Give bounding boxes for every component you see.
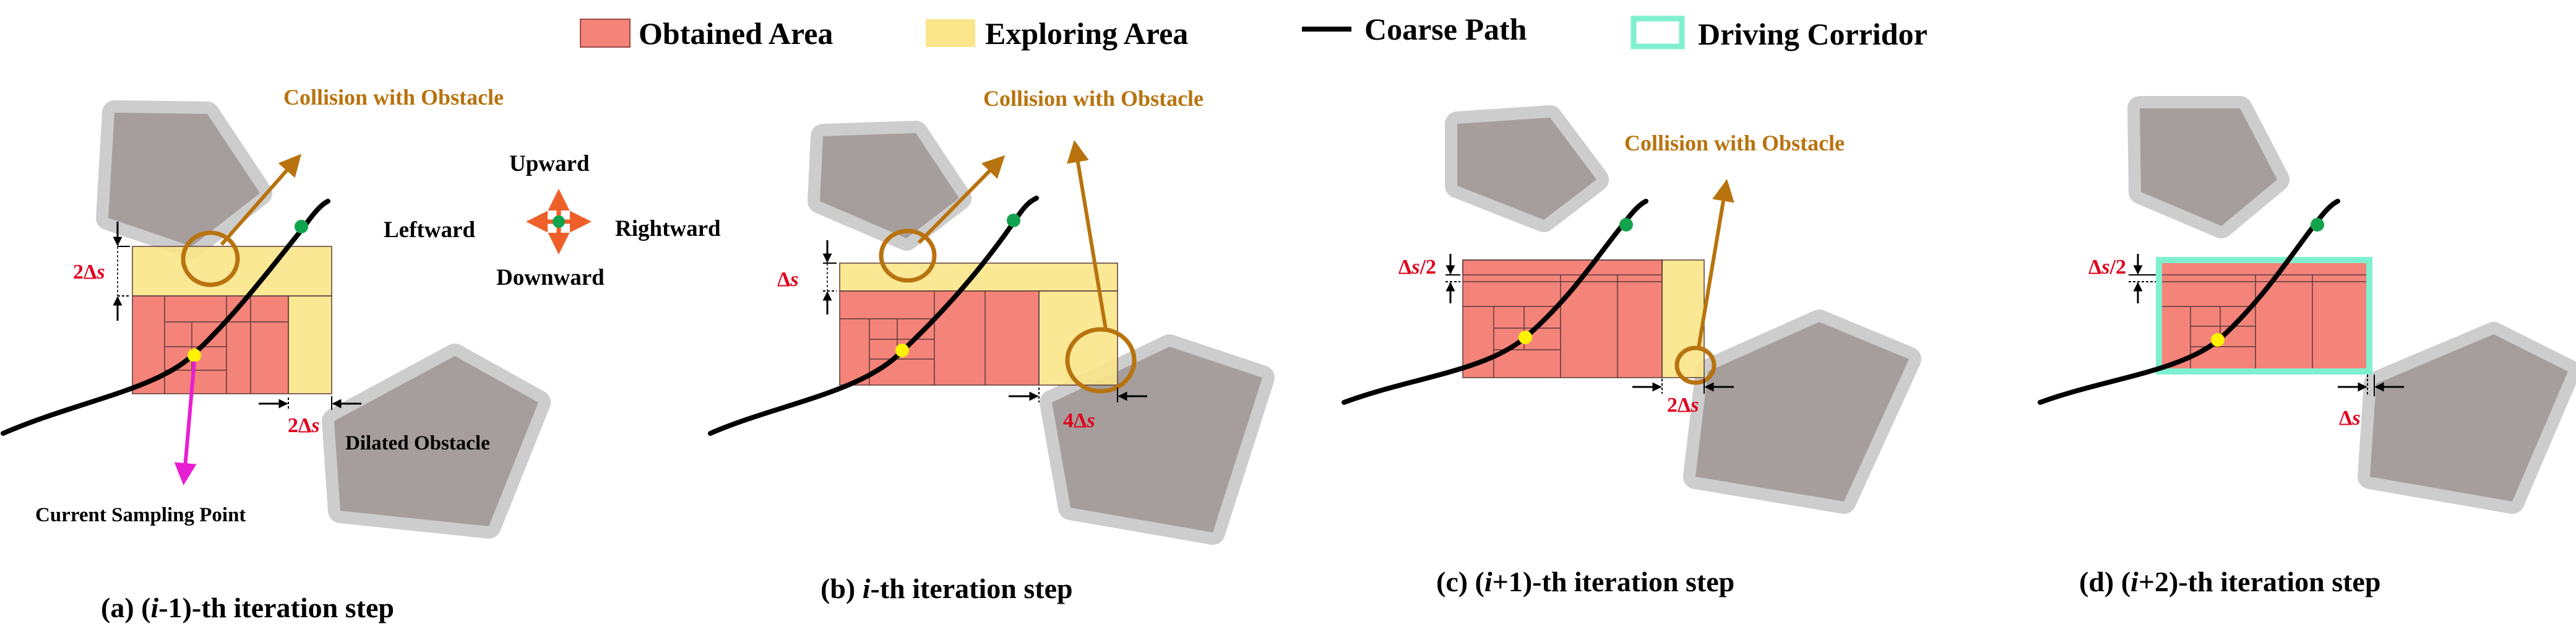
cell-grid: [839, 262, 1118, 386]
panel-a: Collision with Obstacle Upward Leftward …: [1, 85, 721, 539]
caption-c: (c) (i+1)-th iteration step: [1436, 566, 1734, 597]
caption-a: (a) (i-1)-th iteration step: [101, 592, 394, 623]
legend-obtained-label: Obtained Area: [639, 16, 833, 51]
obstacle-core: [2140, 108, 2277, 226]
leftward-label: Leftward: [384, 217, 475, 243]
panel-c: Collision with Obstacle Δs/2 2Δs: [1342, 105, 1921, 514]
legend-corridor-swatch: [1630, 15, 1685, 50]
legend: Obtained Area Exploring Area Coarse Path…: [580, 12, 1928, 51]
obstacle-core: [1695, 322, 1909, 501]
collision-ellipse: [1674, 345, 1717, 385]
current-sampling-point: [187, 349, 201, 362]
dimension-vertical: [113, 222, 130, 321]
rightward-label: Rightward: [615, 216, 721, 241]
delta-label-vertical: Δs: [777, 268, 799, 291]
sampling-point-arrow: [174, 361, 197, 485]
dimension-horizontal: [1632, 379, 1734, 394]
caption-d: (d) (i+2)-th iteration step: [2079, 566, 2380, 597]
upward-label: Upward: [509, 151, 590, 176]
obtained-area: [1462, 259, 1663, 378]
current-sampling-point: [1518, 331, 1532, 344]
collision-label: Collision with Obstacle: [983, 86, 1204, 111]
panel-b: Collision with Obstacle Δs 4Δs: [708, 86, 1275, 545]
current-sampling-point-label: Current Sampling Point: [35, 504, 246, 526]
dimension-vertical: [1445, 254, 1460, 303]
collision-arrow: [220, 154, 301, 246]
legend-obtained-swatch: [580, 19, 631, 48]
collision-label: Collision with Obstacle: [1624, 131, 1845, 155]
legend-corridor-label: Driving Corridor: [1698, 17, 1928, 51]
delta-label-horizontal: 2Δs: [288, 414, 320, 437]
delta-label-horizontal: 4Δs: [1063, 409, 1095, 432]
panel-d: Δs/2 Δs: [2038, 96, 2576, 514]
delta-label-vertical: Δs/2: [2088, 256, 2126, 279]
collision-label: Collision with Obstacle: [283, 85, 504, 110]
collision-ellipse: [1065, 327, 1137, 394]
collision-ellipse: [879, 228, 937, 283]
current-sampling-point: [2211, 333, 2225, 347]
delta-label-vertical: Δs/2: [1398, 256, 1436, 279]
legend-coarse-path-label: Coarse Path: [1364, 12, 1527, 46]
delta-label-vertical: 2Δs: [73, 261, 105, 284]
obstacle-core: [334, 356, 538, 526]
dimension-vertical: [822, 240, 837, 314]
downward-label: Downward: [496, 265, 605, 290]
collision-arrow: [1067, 140, 1108, 330]
direction-indicator: [526, 189, 592, 254]
collision-ellipse: [181, 230, 240, 287]
goal-point: [1007, 214, 1020, 227]
collision-arrow: [917, 155, 1006, 245]
dilated-obstacle-label: Dilated Obstacle: [345, 432, 490, 454]
goal-point: [295, 220, 308, 233]
collision-arrow: [1697, 179, 1734, 349]
dimension-horizontal: [1009, 388, 1147, 402]
obstacle-core: [108, 113, 260, 246]
obstacle-core: [820, 133, 959, 238]
goal-point: [1619, 218, 1633, 232]
dimension-horizontal: [259, 396, 361, 410]
current-sampling-point: [895, 344, 909, 357]
delta-label-horizontal: Δs: [2339, 407, 2361, 430]
delta-label-horizontal: 2Δs: [1667, 394, 1699, 417]
driving-corridor: [2156, 257, 2372, 375]
obtained-area: [839, 290, 1040, 386]
dimension-vertical: [2129, 254, 2156, 303]
dimension-horizontal: [2338, 375, 2404, 396]
legend-exploring-label: Exploring Area: [985, 16, 1188, 51]
legend-exploring-swatch: [926, 19, 975, 47]
obstacle-core: [2370, 334, 2568, 501]
goal-point: [2311, 218, 2324, 232]
obstacle-core: [1457, 118, 1596, 220]
caption-b: (b) i-th iteration step: [821, 573, 1073, 604]
